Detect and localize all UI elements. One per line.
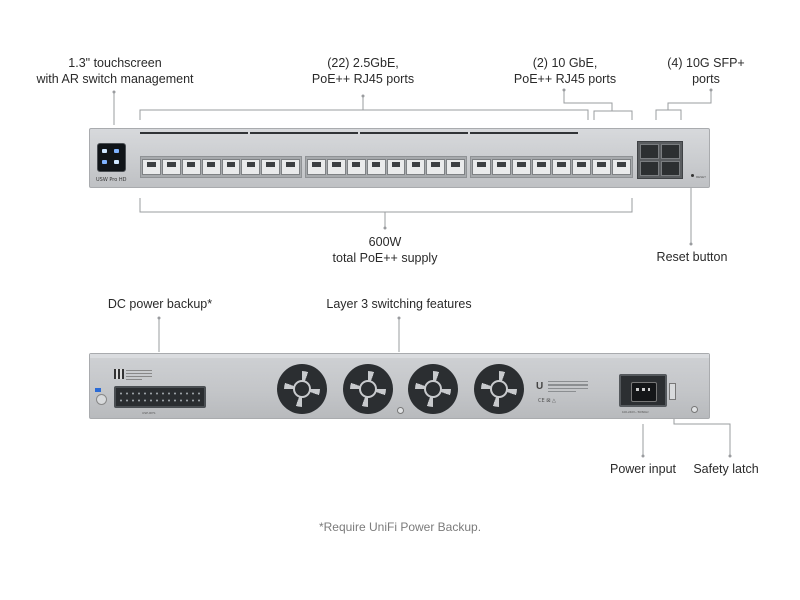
dc-power-connector (114, 386, 206, 408)
safety-latch-label: Safety latch (693, 462, 759, 476)
rj45-port-icon (281, 159, 300, 175)
sfp-port-group (637, 141, 683, 179)
dc-backup-label: DC power backup* (107, 297, 213, 311)
switch-rear-panel: USP-RPS U CE ⊠ △ 100-240V~ 50/60Hz (89, 353, 710, 419)
sfp-port-icon (661, 161, 680, 176)
fan-icon (277, 364, 327, 414)
rj45-port-icon (161, 159, 181, 175)
rj45-port-icon (572, 159, 591, 175)
switch-front-panel: USW Pro HD (89, 128, 710, 188)
fan-icon (408, 364, 458, 414)
sfp-port-icon (640, 144, 659, 159)
model-mark: USW Pro HD (96, 177, 127, 183)
rj45-port-icon (386, 159, 406, 175)
qr-code (114, 369, 124, 379)
rj45-25g-label: (22) 2.5GbE, PoE++ RJ45 ports (311, 56, 415, 86)
ground-screw-icon (96, 394, 107, 405)
layer3-label: Layer 3 switching features (326, 297, 472, 311)
footnote: *Require UniFi Power Backup. (318, 520, 482, 534)
rj45-port-icon (426, 159, 446, 175)
rj45-port-icon (261, 159, 281, 175)
touchscreen-icon (97, 143, 126, 172)
rj45-port-icon (446, 159, 465, 175)
sfp-port-icon (640, 161, 659, 176)
serial-sticker (126, 368, 152, 382)
power-input-label: Power input (609, 462, 676, 476)
rj45-port-icon (346, 159, 366, 175)
rj45-port-icon (307, 159, 326, 175)
rj45-port-icon (512, 159, 531, 175)
rj45-port-icon (592, 159, 611, 175)
sfp-port-icon (661, 144, 680, 159)
rj45-port-icon (406, 159, 426, 175)
screw-icon (397, 407, 404, 414)
rj45-port-icon (221, 159, 241, 175)
fan-icon (343, 364, 393, 414)
rj45-port-group-1 (140, 156, 302, 178)
regulatory-text (548, 379, 588, 394)
rj45-port-icon (181, 159, 201, 175)
rj45-port-icon (472, 159, 491, 175)
fan-icon (474, 364, 524, 414)
sfp-label: (4) 10G SFP+ ports (667, 56, 745, 86)
power-socket-icon (619, 374, 667, 407)
safety-latch (669, 383, 676, 400)
poe-supply-label: 600W total PoE++ supply (332, 235, 438, 265)
rj45-10g-label: (2) 10 GbE, PoE++ RJ45 ports (513, 56, 617, 86)
screw-icon (691, 406, 698, 413)
rj45-port-icon (366, 159, 386, 175)
reset-mark: RESET (696, 175, 707, 179)
reset-button (691, 174, 694, 177)
touchscreen-label: 1.3" touchscreen with AR switch manageme… (36, 56, 194, 86)
rj45-port-icon (201, 159, 221, 175)
rj45-port-group-3 (470, 156, 633, 178)
certification-marks: CE ⊠ △ (538, 398, 556, 404)
rj45-port-icon (241, 159, 261, 175)
reset-button-label: Reset button (656, 250, 728, 264)
rj45-port-icon (492, 159, 511, 175)
rj45-port-icon (612, 159, 631, 175)
rj45-port-group-2 (305, 156, 467, 178)
rj45-port-icon (532, 159, 551, 175)
ubiquiti-logo: U (536, 381, 544, 392)
ground-mark (95, 388, 101, 392)
rj45-port-icon (326, 159, 346, 175)
rj45-port-icon (142, 159, 161, 175)
rj45-port-icon (552, 159, 571, 175)
